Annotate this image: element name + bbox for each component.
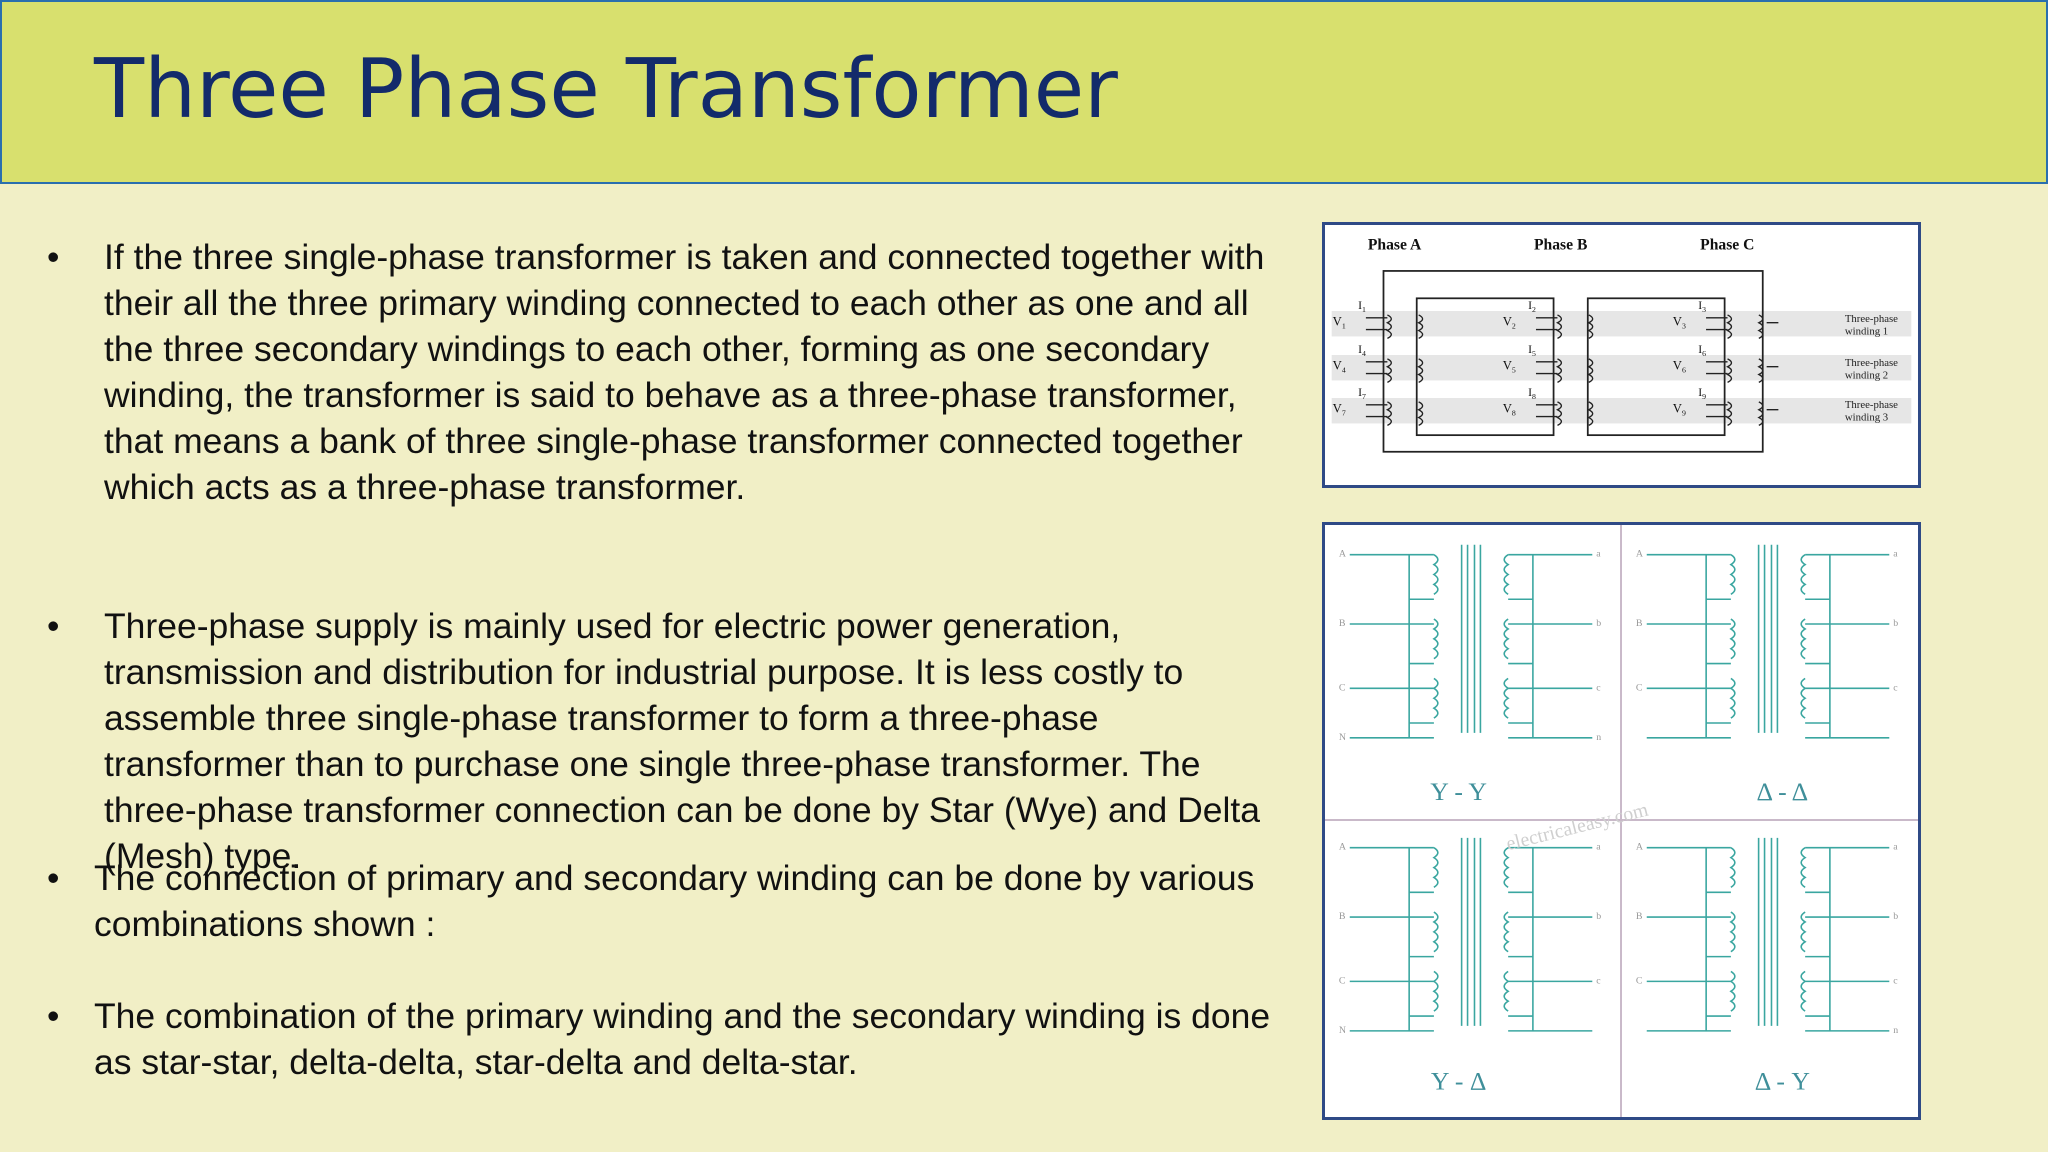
terminal-label: c <box>1893 975 1898 986</box>
terminal-label: B <box>1636 911 1643 922</box>
phase-a-label: Phase A <box>1368 236 1422 253</box>
terminal-label: a <box>1596 842 1601 853</box>
slide-title: Three Phase Transformer <box>94 42 1118 137</box>
terminal-label: a <box>1596 549 1601 560</box>
terminal-label: B <box>1339 618 1346 629</box>
bullet-1: • If the three single-phase transformer … <box>47 234 1274 510</box>
voltage-label: V7 <box>1333 402 1346 418</box>
terminal-label: b <box>1893 911 1898 922</box>
terminal-label: A <box>1636 842 1644 853</box>
phase-b-leads <box>1535 317 1558 418</box>
terminal-label: N <box>1339 1025 1346 1036</box>
bullet-4-text: The combination of the primary winding a… <box>94 996 1271 1082</box>
voltage-label: V5 <box>1503 359 1516 375</box>
current-label: I3 <box>1698 299 1706 314</box>
bullet-3-text: The connection of primary and secondary … <box>94 858 1255 944</box>
phase-a-coils <box>1385 314 1392 426</box>
winding-label: Three-phase <box>1845 399 1898 411</box>
phase-a-leads <box>1365 317 1388 418</box>
winding-label: winding 1 <box>1845 325 1888 337</box>
phase-c-label: Phase C <box>1700 236 1754 253</box>
current-label: I8 <box>1528 386 1536 401</box>
connection-label-dd: Δ - Δ <box>1757 777 1809 806</box>
terminal-label: C <box>1636 682 1643 693</box>
terminal-label: C <box>1339 975 1346 986</box>
dd-circuit <box>1645 544 1891 739</box>
voltage-label: V8 <box>1503 402 1516 418</box>
bullet-2-text: Three-phase supply is mainly used for el… <box>104 606 1261 876</box>
terminal-label: N <box>1339 732 1346 743</box>
terminal-label: n <box>1596 732 1601 743</box>
connection-label-yd: Y - Δ <box>1431 1066 1487 1095</box>
voltage-label: V6 <box>1673 359 1686 375</box>
terminal-label: A <box>1636 549 1644 560</box>
current-label: I5 <box>1528 343 1536 358</box>
voltage-label: V9 <box>1673 402 1686 418</box>
watermark: electricaleasy.com <box>1504 798 1651 855</box>
bullet-marker: • <box>47 858 60 898</box>
terminal-label: c <box>1893 682 1898 693</box>
phase-c-coils <box>1726 314 1733 426</box>
terminal-label: b <box>1596 618 1601 629</box>
voltage-label: V4 <box>1333 359 1346 375</box>
phase-a-secondary-coils <box>1417 314 1424 426</box>
yy-circuit <box>1348 544 1594 739</box>
winding-band <box>1331 311 1912 337</box>
current-label: I2 <box>1528 299 1536 314</box>
voltage-label: V2 <box>1503 315 1516 331</box>
winding-label: Three-phase <box>1845 313 1898 325</box>
winding-label: winding 3 <box>1845 411 1888 423</box>
connection-types-diagram: A B C N a b c n A B C a b c A B C N a b … <box>1322 522 1921 1120</box>
voltage-label: V3 <box>1673 315 1686 331</box>
winding-band <box>1331 398 1912 424</box>
current-label: I7 <box>1358 386 1366 401</box>
bullet-1-text: If the three single-phase transformer is… <box>104 237 1265 507</box>
phase-b-label: Phase B <box>1534 236 1587 253</box>
secondary-coils <box>1757 314 1779 426</box>
dy-circuit <box>1645 837 1891 1032</box>
core-window-left <box>1415 297 1555 437</box>
terminal-label: A <box>1339 549 1347 560</box>
terminal-label: C <box>1339 682 1346 693</box>
winding-label: Three-phase <box>1845 357 1898 369</box>
terminal-label: A <box>1339 842 1347 853</box>
connection-label-yy: Y - Y <box>1430 777 1487 806</box>
current-label: I9 <box>1698 386 1706 401</box>
phase-b-secondary-coils <box>1587 314 1594 426</box>
bullet-2: • Three-phase supply is mainly used for … <box>47 603 1284 879</box>
winding-band <box>1331 355 1912 381</box>
bullet-marker: • <box>47 996 60 1036</box>
title-bar: Three Phase Transformer <box>0 0 2048 184</box>
current-label: I4 <box>1358 343 1366 358</box>
terminal-label: b <box>1893 618 1898 629</box>
terminal-label: C <box>1636 975 1643 986</box>
bullet-marker: • <box>47 606 60 646</box>
winding-label: winding 2 <box>1845 369 1888 381</box>
terminal-label: n <box>1893 1025 1898 1036</box>
yd-circuit <box>1348 837 1594 1032</box>
terminal-label: c <box>1596 682 1601 693</box>
terminal-label: a <box>1893 842 1898 853</box>
phase-b-coils <box>1555 314 1563 426</box>
current-label: I1 <box>1358 299 1366 314</box>
terminal-label: c <box>1596 975 1601 986</box>
terminal-label: b <box>1596 911 1601 922</box>
phase-c-leads <box>1706 317 1728 418</box>
bullet-marker: • <box>47 237 60 277</box>
terminal-label: a <box>1893 549 1898 560</box>
voltage-label: V1 <box>1333 315 1346 331</box>
connection-diagram-svg: A B C N a b c n A B C a b c A B C N a b … <box>1325 525 1918 1117</box>
bank-diagram-svg: Phase A Phase B Phase C V1 V4 V7 V2 V5 V… <box>1331 236 1912 453</box>
terminal-label: B <box>1339 911 1346 922</box>
connection-label-dy: Δ - Y <box>1755 1066 1810 1095</box>
terminal-label: B <box>1636 618 1643 629</box>
three-phase-bank-diagram: Phase A Phase B Phase C V1 V4 V7 V2 V5 V… <box>1322 222 1921 488</box>
bullet-4: • The combination of the primary winding… <box>47 993 1274 1085</box>
bullet-3: • The connection of primary and secondar… <box>47 855 1274 947</box>
current-label: I6 <box>1698 343 1706 358</box>
